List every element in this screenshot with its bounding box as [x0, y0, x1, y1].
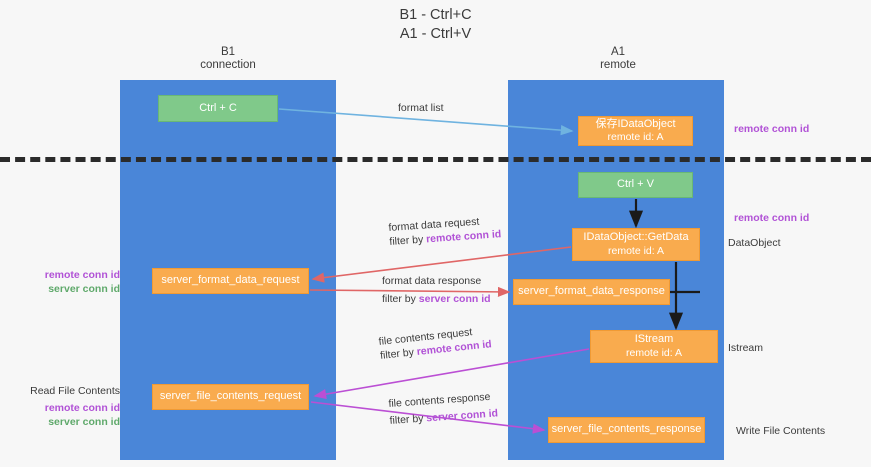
edge-label-file-contents-response: file contents response filter by server … — [388, 389, 498, 427]
annotation-text: remote conn id — [734, 212, 810, 224]
node-save-idataobject-title: 保存IDataObject — [595, 117, 676, 130]
node-server-file-contents-response-label: server_file_contents_response — [551, 423, 702, 436]
node-ctrl-v-label: Ctrl + V — [617, 178, 654, 191]
node-idataobject-getdata[interactable]: IDataObject::GetData remote id: A — [572, 228, 700, 261]
annotation-left-conn-ids-2: remote conn id server conn id — [22, 401, 120, 429]
edge-label-format-data-request: format data request filter by remote con… — [388, 213, 502, 249]
annotation-text: DataObject — [728, 237, 781, 249]
annotation-right-istream: Istream — [728, 341, 763, 355]
node-server-format-data-request-label: server_format_data_request — [161, 274, 300, 287]
node-ctrl-c-label: Ctrl + C — [199, 101, 237, 114]
annotation-remote-conn-id: remote conn id — [44, 269, 120, 281]
annotation-text: Read File Contents — [30, 385, 120, 397]
annotation-remote-conn-id: remote conn id — [44, 402, 120, 414]
annotation-left-read-file-contents: Read File Contents — [30, 384, 120, 398]
annotation-right-remote-conn-id-top: remote conn id — [734, 122, 809, 136]
lane-header-b1-role: connection — [200, 59, 256, 71]
lane-header-a1-role: remote — [600, 59, 636, 71]
lane-header-a1-name: A1 — [610, 46, 626, 58]
filter-prefix: filter by — [389, 412, 427, 427]
annotation-server-conn-id: server conn id — [48, 416, 120, 428]
filter-prefix: filter by — [379, 346, 418, 362]
title-line-2: A1 - Ctrl+V — [399, 26, 472, 42]
node-istream-subtitle: remote id: A — [625, 346, 683, 359]
filter-prefix: filter by — [389, 233, 427, 248]
node-server-file-contents-request-label: server_file_contents_request — [159, 390, 302, 403]
annotation-left-conn-ids: remote conn id server conn id — [22, 268, 120, 296]
edge-label-file-contents-request: file contents request filter by remote c… — [378, 323, 492, 363]
page-title: B1 - Ctrl+C A1 - Ctrl+V — [0, 6, 871, 44]
annotation-text: Istream — [728, 342, 764, 354]
edge-label-format-data-response-text: format data response — [382, 275, 482, 287]
phase-divider — [0, 157, 871, 162]
filter-key-server-conn-id: server conn id — [418, 293, 491, 305]
node-ctrl-v[interactable]: Ctrl + V — [578, 172, 693, 198]
node-save-idataobject-subtitle: remote id: A — [607, 131, 664, 143]
annotation-right-dataobject: DataObject — [728, 236, 781, 250]
annotation-text: remote conn id — [734, 123, 810, 135]
annotation-text: Write File Contents — [736, 425, 826, 437]
node-istream-title: IStream — [634, 333, 674, 345]
title-line-1: B1 - Ctrl+C — [399, 7, 472, 23]
node-ctrl-c[interactable]: Ctrl + C — [158, 95, 278, 122]
node-istream[interactable]: IStream remote id: A — [590, 330, 718, 363]
edge-label-format-list-text: format list — [398, 102, 444, 114]
edge-label-format-list: format list — [398, 101, 444, 115]
node-server-file-contents-response[interactable]: server_file_contents_response — [548, 417, 705, 443]
annotation-server-conn-id: server conn id — [48, 283, 120, 295]
node-server-format-data-response-label: server_format_data_response — [518, 285, 665, 298]
node-server-format-data-response[interactable]: server_format_data_response — [513, 279, 670, 305]
annotation-right-remote-conn-id-mid: remote conn id — [734, 211, 809, 225]
node-idataobject-getdata-title: IDataObject::GetData — [583, 231, 689, 243]
annotation-right-write-file-contents: Write File Contents — [736, 424, 825, 438]
edge-label-format-data-response-filter: filter by server conn id — [382, 292, 491, 306]
node-server-file-contents-request[interactable]: server_file_contents_request — [152, 384, 309, 410]
lane-header-b1-name: B1 — [220, 46, 236, 58]
edge-label-format-data-response: format data response filter by server co… — [382, 274, 491, 306]
lane-header-a1: A1 remote — [540, 46, 696, 72]
filter-key-remote-conn-id: remote conn id — [425, 228, 502, 246]
node-idataobject-getdata-subtitle: remote id: A — [607, 244, 665, 257]
node-save-idataobject[interactable]: 保存IDataObject remote id: A — [578, 116, 693, 146]
lane-header-b1: B1 connection — [150, 46, 306, 72]
filter-prefix: filter by — [382, 293, 419, 305]
node-server-format-data-request[interactable]: server_format_data_request — [152, 268, 309, 294]
filter-key-server-conn-id: server conn id — [425, 407, 499, 425]
